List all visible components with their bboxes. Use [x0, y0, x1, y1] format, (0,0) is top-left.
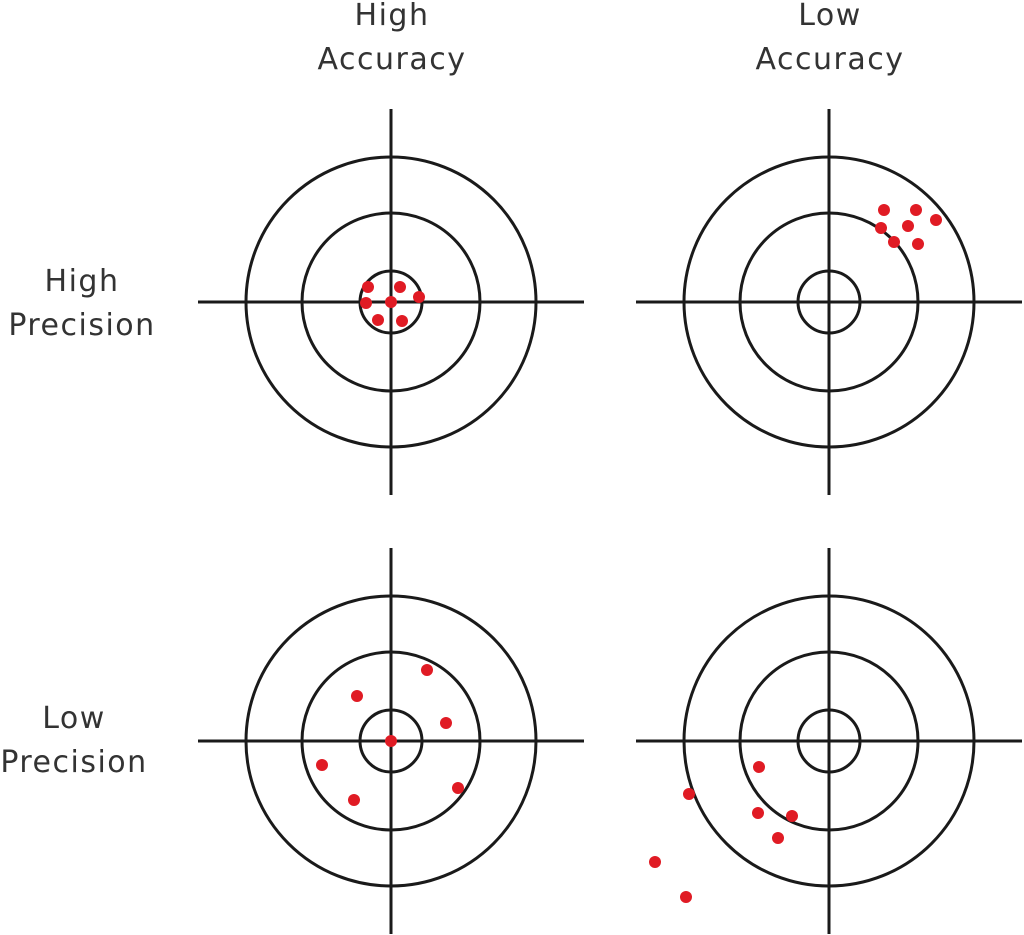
hit-dot [413, 291, 425, 303]
hit-dot [752, 807, 764, 819]
hit-dot [888, 236, 900, 248]
hit-dot [930, 214, 942, 226]
hit-dot [649, 856, 661, 868]
target-high-accuracy-low-precision [198, 548, 584, 934]
hit-dot [912, 238, 924, 250]
hit-dot [421, 664, 433, 676]
hit-dot [351, 690, 363, 702]
column-label-line-1: High [354, 0, 430, 33]
row-label-high-precision: High Precision [0, 260, 167, 348]
column-label-line-2: Accuracy [317, 42, 467, 77]
hit-dot [680, 891, 692, 903]
column-label-line-1: Low [798, 0, 862, 33]
hit-dot [902, 220, 914, 232]
hit-dot [683, 788, 695, 800]
row-label-line-2: Precision [8, 308, 156, 343]
column-label-low-accuracy: Low Accuracy [720, 0, 940, 82]
hit-dot [875, 222, 887, 234]
target-high-accuracy-high-precision [198, 109, 584, 495]
hit-dot [878, 204, 890, 216]
hit-dot [753, 761, 765, 773]
hit-dot [348, 794, 360, 806]
row-label-line-1: Low [42, 701, 106, 736]
row-label-line-2: Precision [0, 745, 148, 780]
hit-dot [385, 296, 397, 308]
hit-dot [360, 297, 372, 309]
hit-dot [316, 759, 328, 771]
hit-dot [362, 281, 374, 293]
hit-dot [910, 204, 922, 216]
column-label-high-accuracy: High Accuracy [282, 0, 502, 82]
column-label-line-2: Accuracy [755, 42, 905, 77]
row-label-low-precision: Low Precision [0, 697, 159, 785]
hit-dot [385, 735, 397, 747]
hit-dot [372, 314, 384, 326]
hit-dot [786, 810, 798, 822]
hit-dot [440, 717, 452, 729]
hit-dot [772, 832, 784, 844]
hit-dot [394, 281, 406, 293]
target-low-accuracy-high-precision [636, 109, 1022, 495]
hit-dot [452, 782, 464, 794]
hit-dot [396, 315, 408, 327]
row-label-line-1: High [44, 264, 120, 299]
target-low-accuracy-low-precision [636, 548, 1022, 934]
